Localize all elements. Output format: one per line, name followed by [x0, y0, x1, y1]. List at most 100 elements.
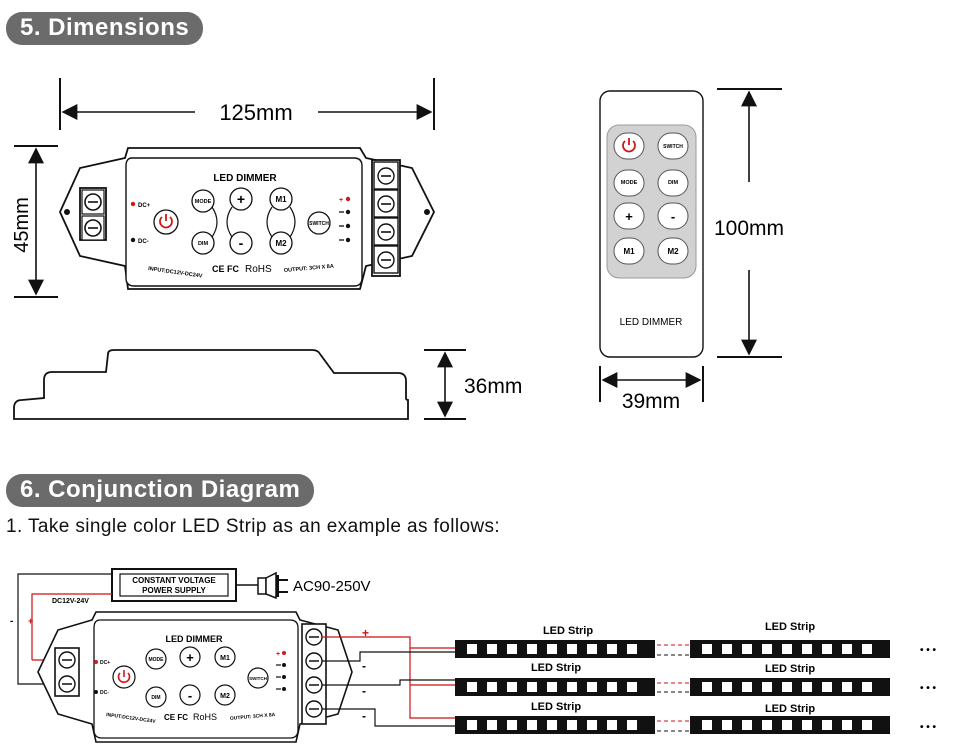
ellipsis-2: • • •: [920, 683, 937, 694]
power-icon: [159, 214, 173, 229]
power-supply-line1: CONSTANT VOLTAGE: [132, 576, 216, 585]
conj-rohs-label: RoHS: [193, 712, 217, 722]
switch-button[interactable]: [307, 211, 331, 235]
led-strip-label-4: LED Strip: [765, 663, 815, 675]
remote-power-icon: [622, 138, 636, 153]
psu-plus-label: +: [28, 616, 33, 626]
conj-dim-button[interactable]: [145, 686, 167, 708]
dim-button[interactable]: [191, 231, 215, 255]
led-strip-3: [455, 678, 655, 696]
conj-plus-button[interactable]: [179, 646, 201, 668]
mode-button[interactable]: [191, 189, 215, 213]
m2-button[interactable]: [269, 231, 293, 255]
led-strip-label-2: LED Strip: [765, 621, 815, 633]
m2-label: M2: [275, 239, 287, 248]
remote-switch-label: SWITCH: [663, 144, 683, 150]
led-chip: [702, 682, 712, 692]
led-chip: [547, 682, 557, 692]
width-dimension-label: 125mm: [219, 100, 292, 125]
minus-button[interactable]: [229, 231, 253, 255]
led-strip-label-3: LED Strip: [531, 662, 581, 674]
conj-dc-plus-label: DC+: [100, 660, 110, 666]
led-chip: [487, 720, 497, 730]
conj-switch-button[interactable]: [247, 667, 269, 689]
remote-width-label: 39mm: [622, 390, 680, 413]
dimmer-side-view: 36mm: [13, 349, 522, 420]
remote-mode-label: MODE: [621, 180, 638, 186]
led-chip: [587, 682, 597, 692]
led-chip: [507, 682, 517, 692]
conj-output-plus-label: +: [276, 651, 280, 658]
led-strip-label-5: LED Strip: [531, 701, 581, 713]
led-chip: [627, 644, 637, 654]
conj-m1-button[interactable]: [214, 646, 236, 668]
led-chip: [762, 720, 772, 730]
led-chip: [822, 644, 832, 654]
led-chip: [762, 644, 772, 654]
out-minus-1-label: -: [362, 659, 366, 673]
conj-plus-label: +: [186, 650, 194, 665]
led-chip: [802, 682, 812, 692]
conj-mode-label: MODE: [149, 657, 165, 663]
dimmer-title: LED DIMMER: [213, 173, 277, 184]
dimmer-conjunction-view: LED DIMMER DC+ DC- MODE DIM + - M1 M2 SW…: [37, 611, 353, 743]
led-strip-label-6: LED Strip: [765, 703, 815, 715]
led-chip: [547, 720, 557, 730]
led-chip: [762, 682, 772, 692]
led-chip: [507, 720, 517, 730]
m1-button[interactable]: [269, 187, 293, 211]
led-chip: [487, 644, 497, 654]
conj-dc-minus-label: DC-: [100, 690, 109, 696]
led-chip: [782, 682, 792, 692]
conj-mode-button[interactable]: [145, 648, 167, 670]
led-chip: [842, 682, 852, 692]
ce-fc-label: CE FC: [212, 264, 240, 274]
dimensions-section-title: 5. Dimensions: [6, 12, 204, 45]
led-chip: [587, 644, 597, 654]
ac-input-label: AC90-250V: [293, 578, 371, 595]
led-chip: [607, 644, 617, 654]
conj-switch-label: SWITCH: [249, 676, 267, 681]
led-chip: [782, 644, 792, 654]
led-chip: [467, 682, 477, 692]
output-plus-label: +: [339, 197, 343, 204]
led-strip-4: [690, 678, 890, 696]
remote-height-label: 100mm: [714, 217, 784, 240]
plus-button[interactable]: [229, 187, 253, 211]
conj-m2-label: M2: [220, 693, 230, 700]
led-strips: [455, 640, 890, 734]
mode-label: MODE: [195, 199, 212, 205]
led-chip: [802, 644, 812, 654]
led-strip-label-1: LED Strip: [543, 625, 593, 637]
led-chip: [627, 682, 637, 692]
led-chip: [527, 644, 537, 654]
conj-power-icon: [117, 670, 131, 684]
out-minus-2-label: -: [362, 684, 366, 698]
led-chip: [507, 644, 517, 654]
power-button[interactable]: [153, 209, 179, 235]
conj-minus-button[interactable]: [179, 684, 201, 706]
led-chip: [527, 682, 537, 692]
led-chip: [467, 644, 477, 654]
remote-plus-label: +: [625, 209, 633, 224]
led-chip: [862, 720, 872, 730]
conj-m2-button[interactable]: [214, 684, 236, 706]
remote-m1-label: M1: [623, 247, 635, 256]
led-chip: [802, 720, 812, 730]
led-chip: [527, 720, 537, 730]
output-rating-label: OUTPUT: 3CH X 8A: [284, 264, 334, 274]
led-strip-1: [455, 640, 655, 658]
led-chip: [822, 682, 832, 692]
led-chip: [567, 682, 577, 692]
led-chip: [862, 682, 872, 692]
led-strip-2: [690, 640, 890, 658]
switch-label: SWITCH: [309, 221, 329, 227]
conj-dim-label: DIM: [151, 695, 160, 701]
plus-label: +: [237, 191, 245, 207]
led-chip: [822, 720, 832, 730]
conj-output-rating-label: OUTPUT: 3CH X 8A: [230, 712, 276, 722]
led-chip: [842, 720, 852, 730]
minus-label: -: [239, 235, 244, 251]
led-chip: [842, 644, 852, 654]
